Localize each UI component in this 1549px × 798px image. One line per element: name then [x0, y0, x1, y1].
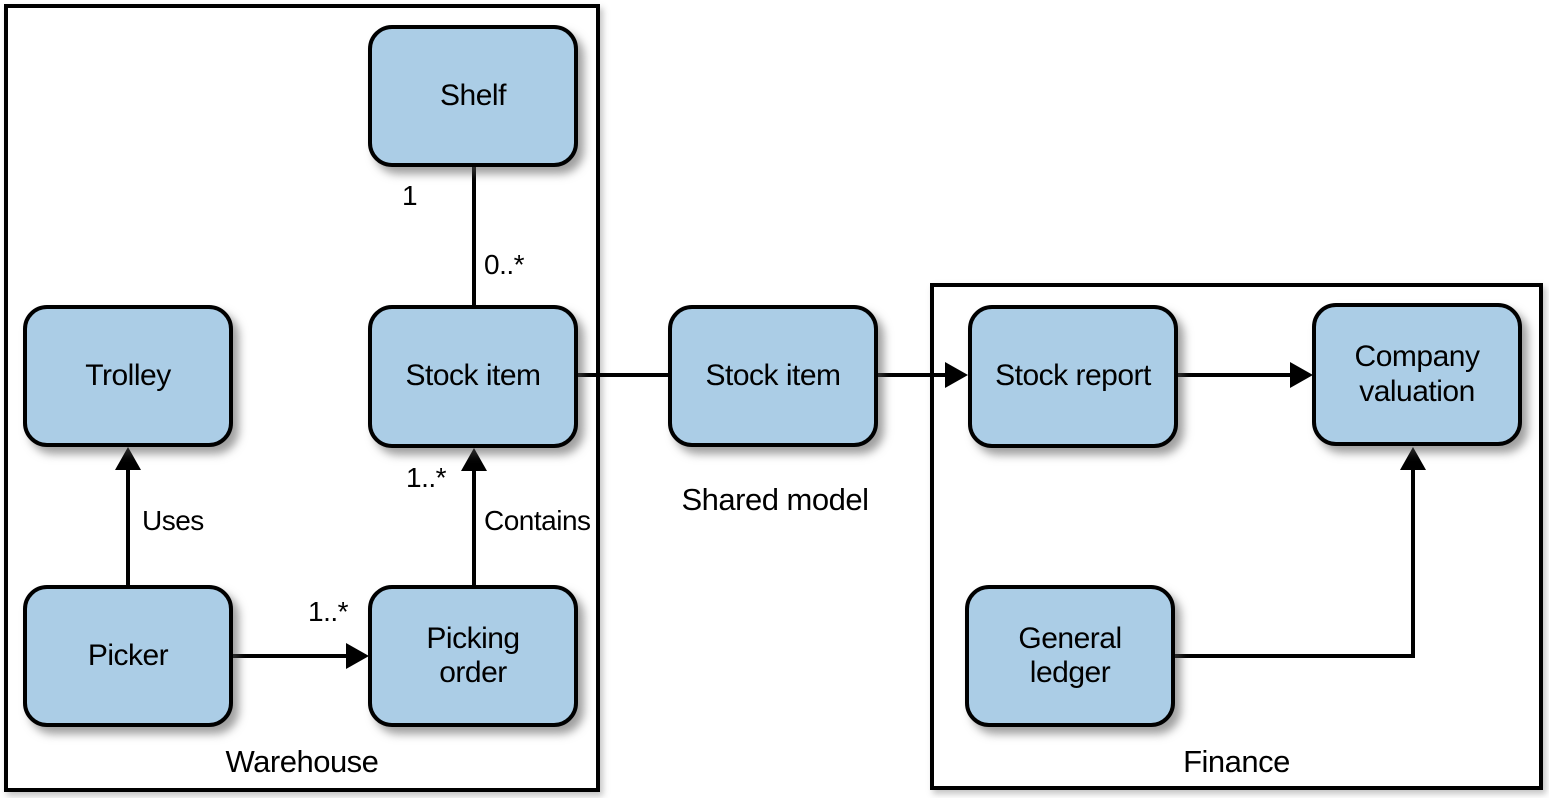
edge-stockreport-valuation	[1178, 373, 1293, 377]
arrowhead-pickingorder-stockitem	[461, 448, 487, 471]
node-shelf-label: Shelf	[440, 78, 506, 112]
arrowhead-picker-pickingorder	[346, 643, 369, 669]
arrowhead-ledger-valuation	[1400, 447, 1426, 470]
node-stock-report-label: Stock report	[995, 359, 1151, 393]
edge-ledger-valuation-horizontal	[1172, 654, 1415, 658]
multiplicity-contains: 1..*	[406, 462, 447, 493]
multiplicity-stockitem: 0..*	[484, 249, 525, 280]
edge-label-contains: Contains	[484, 505, 591, 536]
warehouse-context-label: Warehouse	[225, 744, 379, 779]
node-picking-order: Picking order	[368, 585, 578, 727]
edge-sharedmodel-stockreport	[878, 373, 948, 377]
finance-context-label: Finance	[1183, 744, 1290, 779]
edge-picker-pickingorder	[233, 654, 348, 658]
arrowhead-stockreport-valuation	[1290, 362, 1313, 388]
node-picking-order-label: Picking order	[426, 621, 520, 690]
node-stock-item-warehouse: Stock item	[368, 305, 578, 448]
node-shelf: Shelf	[368, 25, 578, 167]
node-trolley-label: Trolley	[85, 358, 171, 392]
node-picker: Picker	[23, 585, 233, 727]
warehouse-context-box	[4, 4, 600, 792]
edge-shelf-stockitem	[472, 166, 476, 306]
node-picker-label: Picker	[87, 638, 169, 672]
edge-pickingorder-stockitem	[472, 469, 476, 586]
edge-stockitem-sharedmodel	[578, 373, 668, 377]
arrowhead-picker-trolley	[115, 447, 141, 470]
node-trolley: Trolley	[23, 305, 233, 447]
finance-context-box	[930, 283, 1543, 790]
node-company-valuation-label: Company valuation	[1354, 340, 1480, 408]
shared-model-label: Shared model	[681, 482, 869, 517]
node-stock-item-shared: Stock item	[668, 305, 878, 447]
edge-label-uses: Uses	[142, 505, 204, 536]
edge-picker-trolley	[126, 466, 130, 586]
arrowhead-sharedmodel-stockreport	[945, 362, 968, 388]
edge-ledger-valuation-vertical	[1411, 467, 1415, 658]
node-general-ledger: General ledger	[965, 585, 1175, 727]
node-general-ledger-label: General ledger	[1018, 621, 1122, 690]
node-stock-item-shared-label: Stock item	[705, 358, 841, 392]
multiplicity-shelf: 1	[402, 180, 418, 211]
node-stock-report: Stock report	[968, 305, 1178, 448]
node-stock-item-warehouse-label: Stock item	[405, 359, 541, 393]
node-company-valuation: Company valuation	[1312, 303, 1522, 446]
multiplicity-pickingorder: 1..*	[308, 596, 349, 627]
